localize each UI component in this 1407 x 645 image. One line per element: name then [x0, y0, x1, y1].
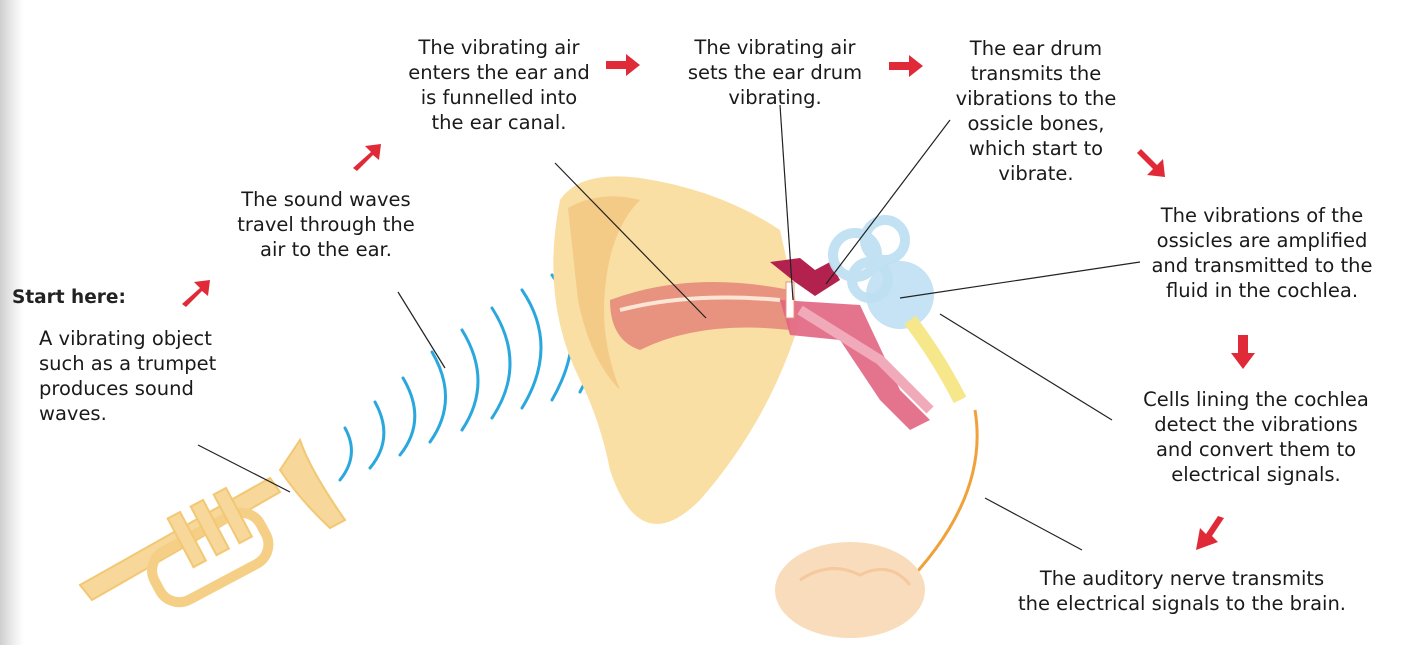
- step-cells-detect: Cells lining the cochlea detect the vibr…: [1110, 387, 1402, 487]
- step-ossicles-amplified: The vibrations of the ossicles are ampli…: [1128, 203, 1396, 303]
- red-arrow-icon: [887, 53, 925, 79]
- brain-illustration: [775, 542, 925, 638]
- red-arrow-icon: [1133, 145, 1169, 181]
- red-arrow-icon: [1229, 333, 1257, 371]
- step-nerve-transmits: The auditory nerve transmits the electri…: [988, 566, 1376, 616]
- red-arrow-icon: [178, 276, 214, 308]
- red-arrow-icon: [604, 52, 642, 78]
- step-air-enters-ear: The vibrating air enters the ear and is …: [396, 35, 602, 135]
- step-ear-drum-transmits: The ear drum transmits the vibrations to…: [938, 36, 1134, 186]
- ear-illustration: [553, 176, 960, 524]
- step-vibrating-object: A vibrating object such as a trumpet pro…: [39, 326, 279, 426]
- start-here-label: Start here:: [12, 287, 126, 308]
- trumpet-illustration: [80, 440, 345, 610]
- red-arrow-icon: [349, 140, 385, 172]
- step-ear-drum-vibrating: The vibrating air sets the ear drum vibr…: [666, 35, 884, 110]
- red-arrow-icon: [1192, 514, 1228, 554]
- step-sound-waves-travel: The sound waves travel through the air t…: [222, 187, 430, 262]
